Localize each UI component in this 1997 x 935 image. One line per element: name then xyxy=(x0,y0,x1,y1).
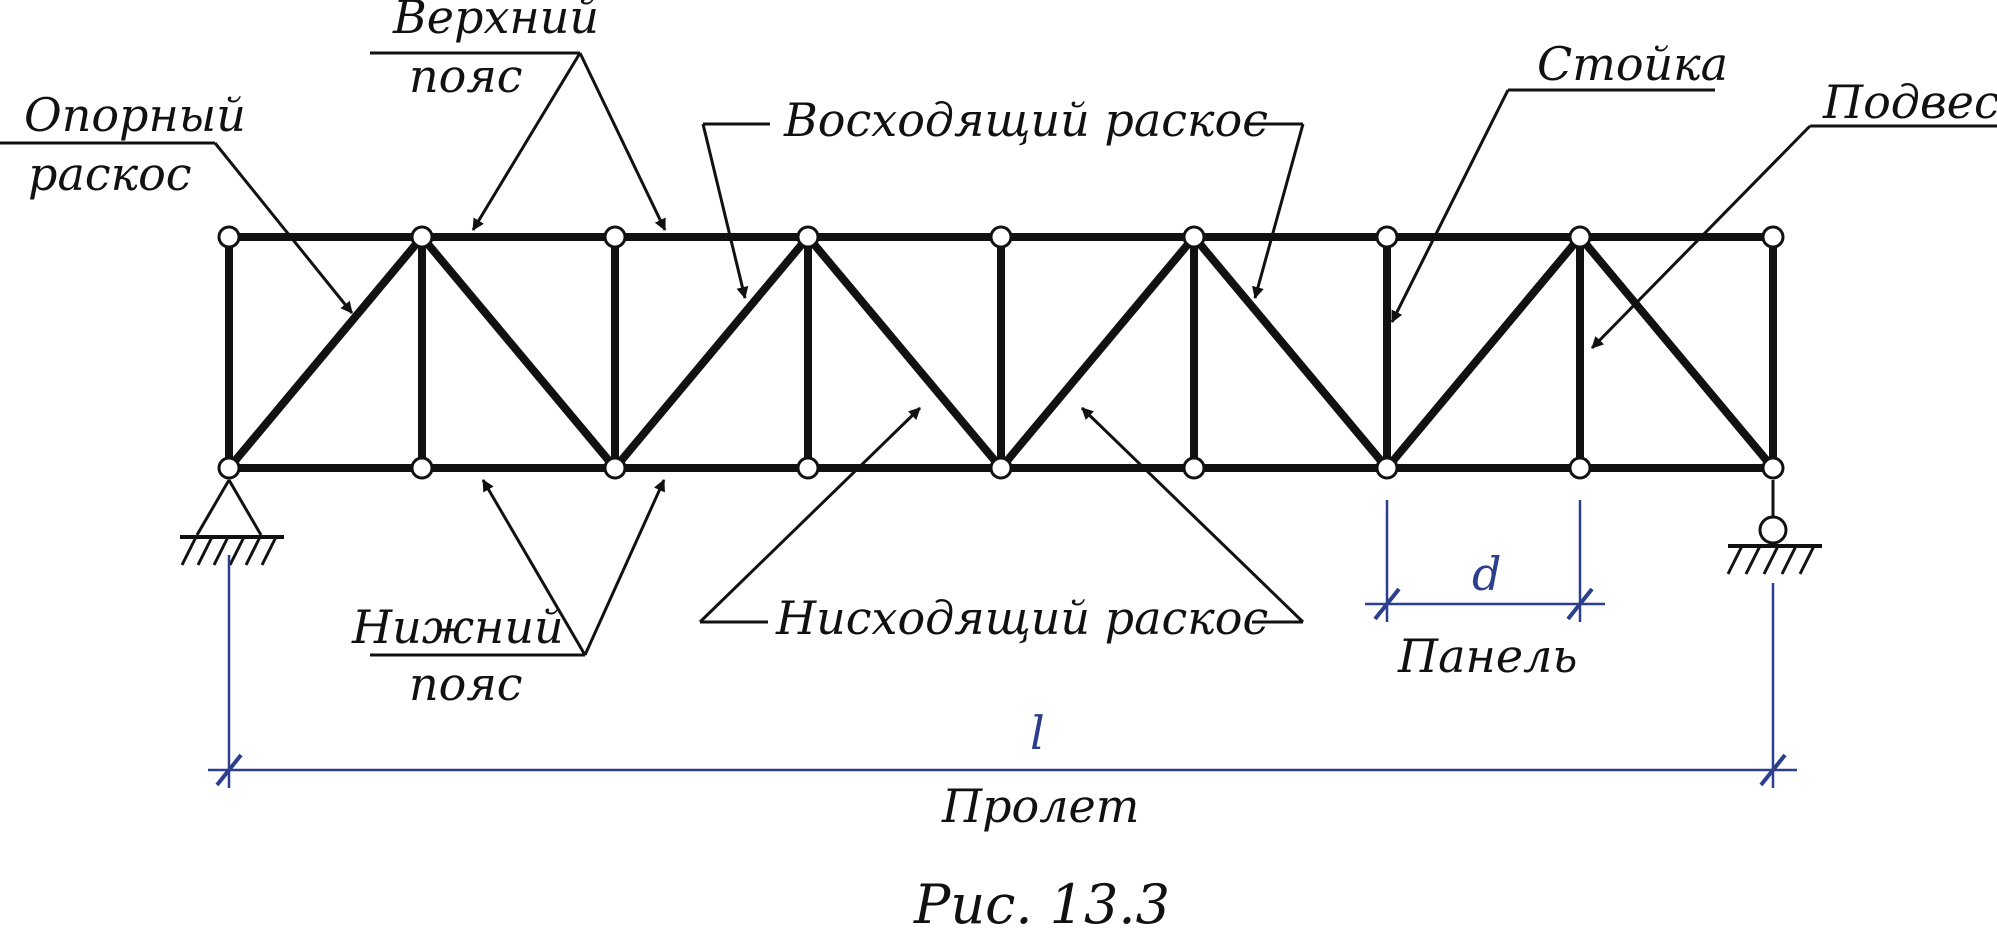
figure-caption: Рис. 13.3 xyxy=(913,873,1170,930)
label-hanger: Подвес xyxy=(1822,75,1997,129)
joint xyxy=(217,456,241,480)
joint xyxy=(1182,456,1206,480)
joint xyxy=(1761,225,1785,249)
joint xyxy=(796,456,820,480)
joint xyxy=(1568,456,1592,480)
truss-members xyxy=(225,233,1777,472)
diagonal-member xyxy=(1190,233,1391,472)
diagonal-member xyxy=(997,233,1198,472)
leader-lines xyxy=(0,51,1997,657)
label-top-chord-line2: пояс xyxy=(409,49,523,103)
joint xyxy=(1761,456,1785,480)
label-support-diagonal-line1: Опорный xyxy=(24,88,246,142)
roller-support-right xyxy=(1726,480,1822,575)
diagonal-member xyxy=(1383,233,1584,472)
joint xyxy=(989,456,1013,480)
label-span: Пролет xyxy=(941,779,1139,833)
label-descending-diagonal: Нисходящий раскос xyxy=(775,591,1268,645)
diagonal-member xyxy=(611,233,812,472)
dimension-lines xyxy=(208,500,1797,788)
label-top-chord-line1: Верхний xyxy=(392,0,599,44)
label-post: Стойка xyxy=(1537,37,1728,91)
pin-support-left xyxy=(180,479,284,566)
joint xyxy=(410,225,434,249)
diagonal-member xyxy=(225,233,426,472)
diagonal-member xyxy=(418,233,619,472)
joint xyxy=(410,456,434,480)
joint xyxy=(1375,456,1399,480)
diagonal-member xyxy=(1576,233,1777,472)
diagonal-member xyxy=(804,233,1005,472)
truss-joints xyxy=(217,225,1785,480)
dimension-panel-symbol: d xyxy=(1472,547,1501,601)
label-ascending-diagonal: Восходящий раскос xyxy=(783,93,1268,147)
label-support-diagonal-line2: раскос xyxy=(28,147,192,201)
label-bottom-chord-line1: Нижний xyxy=(351,600,564,654)
joint xyxy=(1375,225,1399,249)
joint xyxy=(1182,225,1206,249)
label-bottom-chord-line2: пояс xyxy=(409,657,523,711)
dimension-span-symbol: l xyxy=(1030,706,1045,760)
joint xyxy=(1568,225,1592,249)
joint xyxy=(796,225,820,249)
joint xyxy=(603,225,627,249)
joint xyxy=(217,225,241,249)
joint xyxy=(603,456,627,480)
label-panel: Панель xyxy=(1397,629,1577,683)
joint xyxy=(989,225,1013,249)
